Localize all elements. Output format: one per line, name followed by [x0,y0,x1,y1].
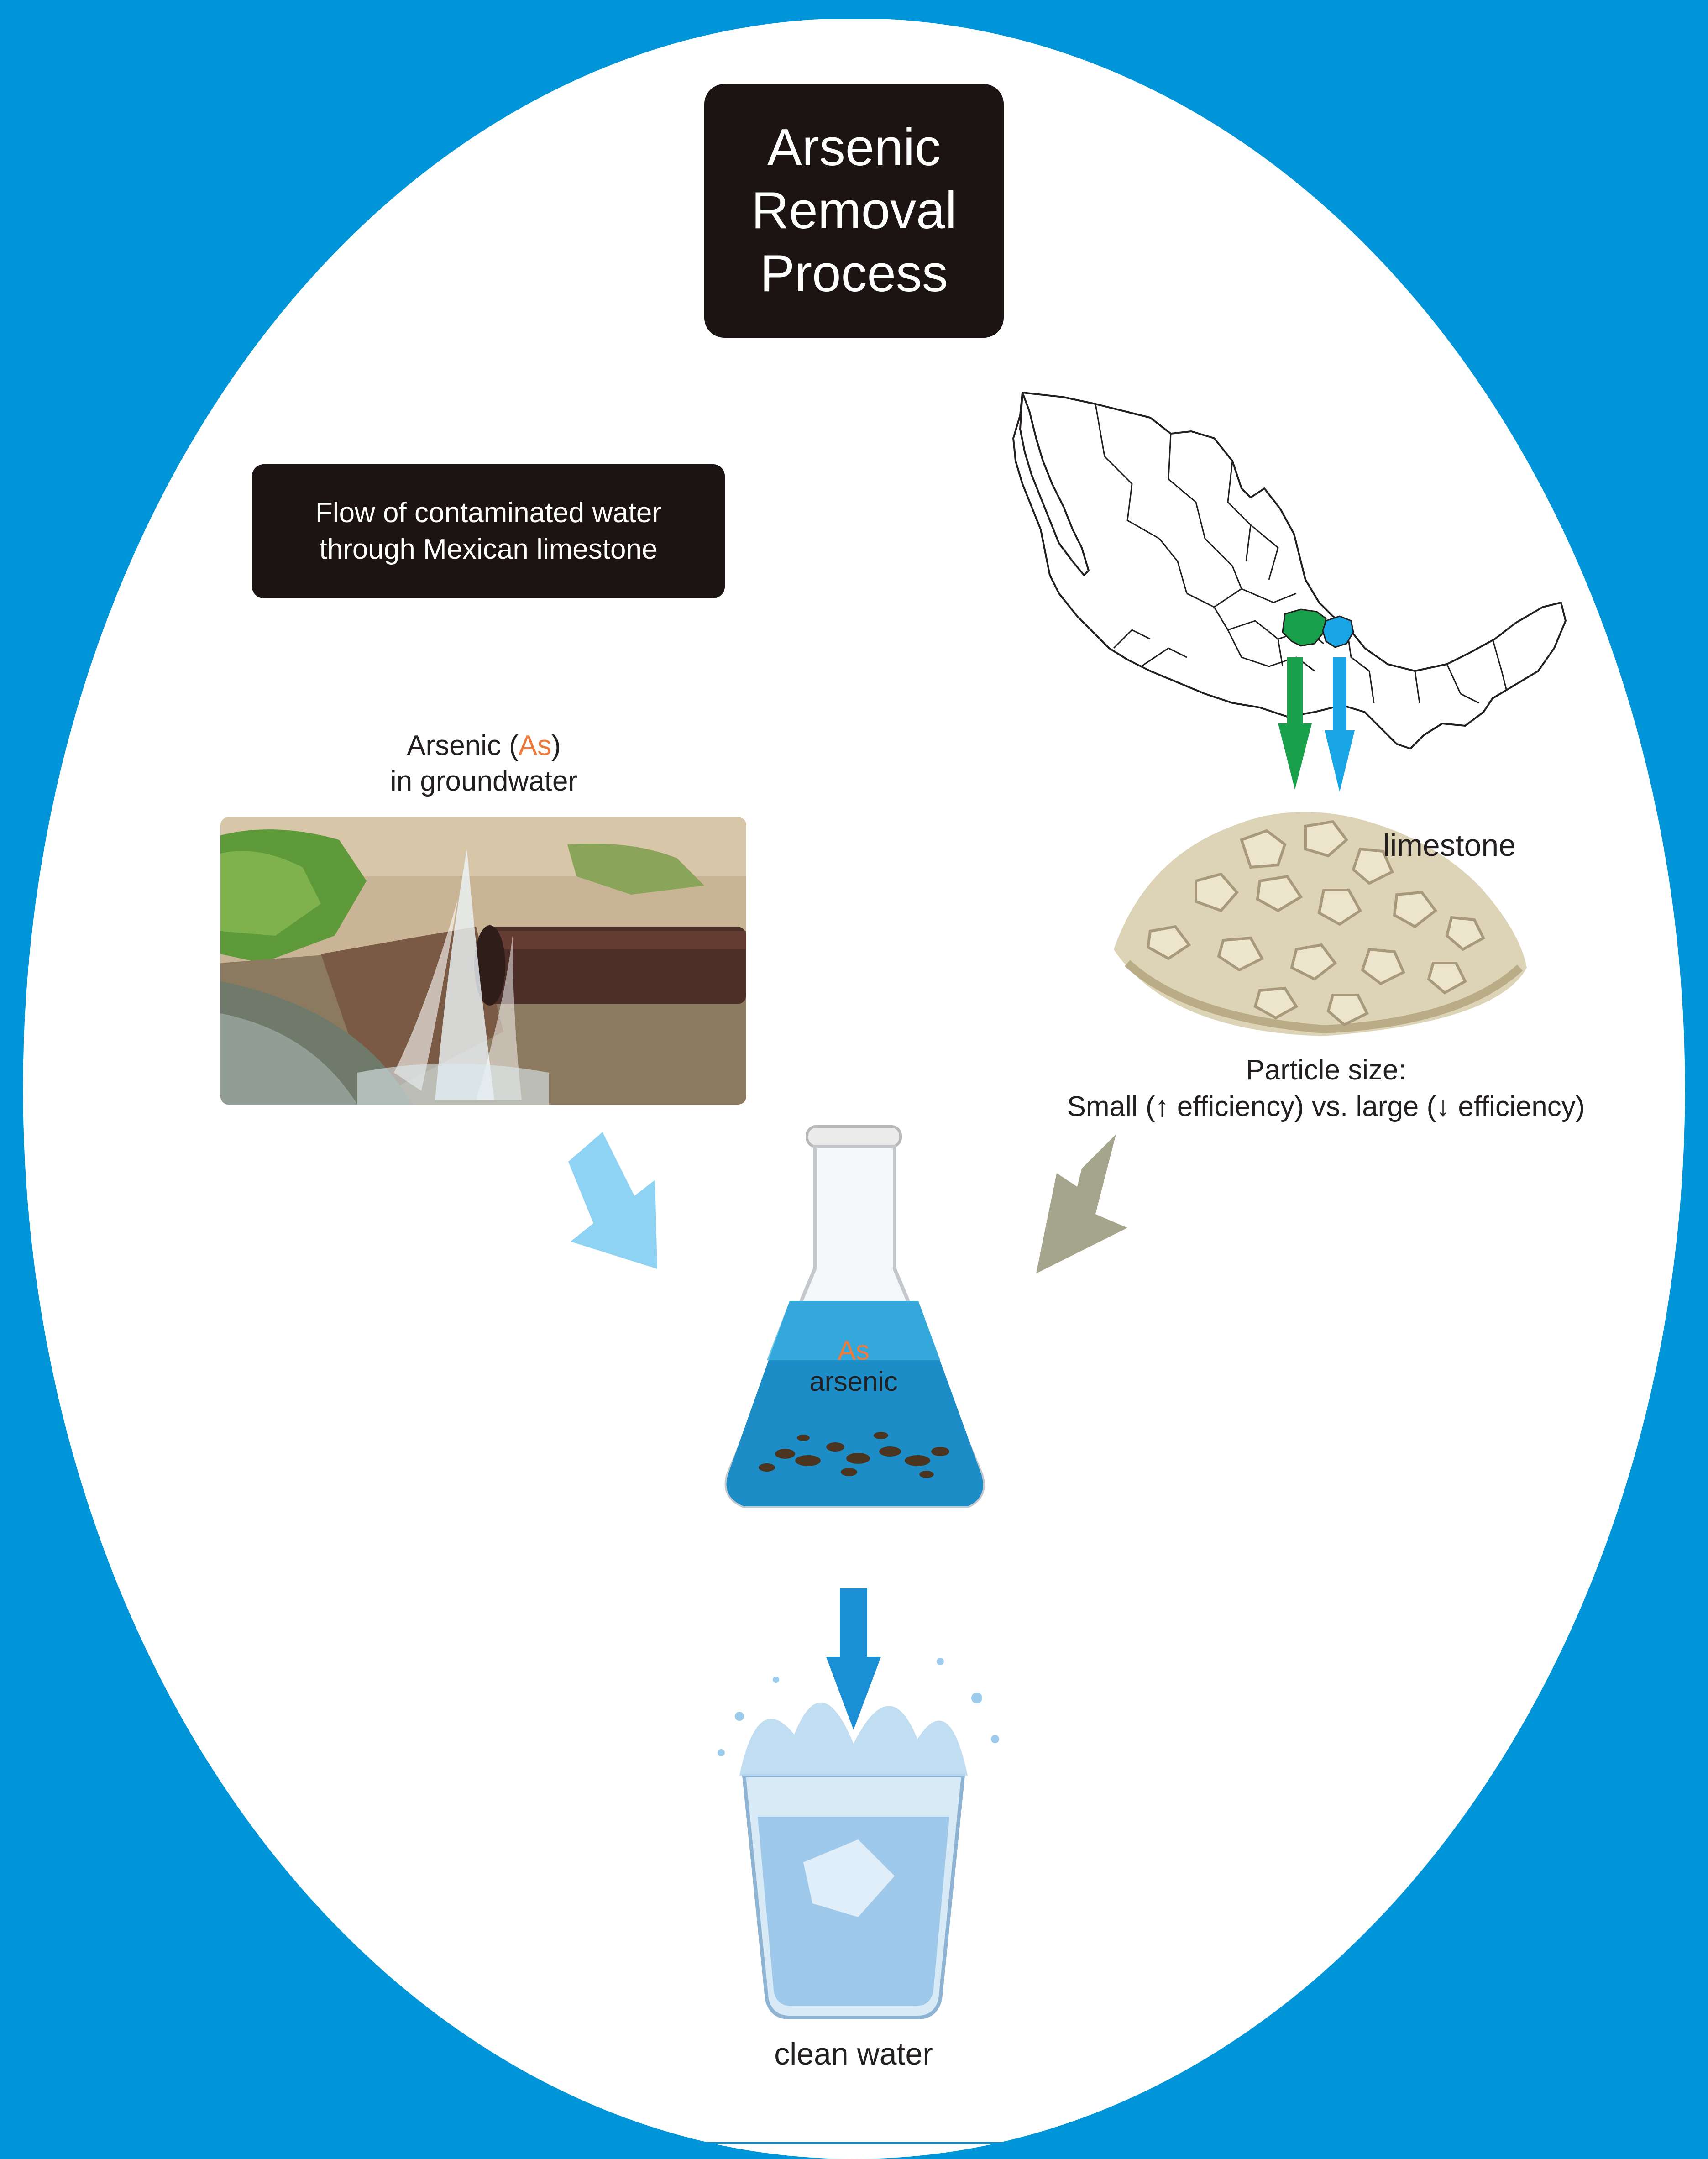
flow-box: Flow of contaminated water through Mexic… [252,464,725,598]
blue-down-arrow [826,1588,881,1730]
particle-size-label: Particle size: Small (↑ efficiency) vs. … [995,1052,1657,1125]
frame-border [20,17,1688,2144]
groundwater-label-line-1: Arsenic (As) [301,728,666,764]
groundwater-photo [220,817,746,1105]
flask-label: As arsenic [762,1335,945,1397]
groundwater-photo-art [220,817,746,1105]
groundwater-label-word: Arsenic ( [407,730,519,761]
sky-down-arrow [1325,657,1355,792]
erlenmeyer-flask [724,1125,985,1508]
title-box: Arsenic Removal Process [704,84,1004,338]
particle-size-line-1: Particle size: [1246,1054,1406,1086]
title-line-3: Process [760,245,948,303]
limestone-pile [1114,812,1527,1036]
green-down-arrow [1278,657,1312,790]
flow-box-line-1: Flow of contaminated water [315,497,662,529]
title-line-1: Arsenic [767,119,941,177]
arsenic-symbol-label: As [518,730,552,761]
title-line-2: Removal [751,182,957,240]
limestone-label: limestone [1383,828,1516,863]
mexico-map [1012,392,1567,749]
state-hidalgo-green [1282,608,1327,647]
water-glass [718,1658,999,2019]
flask-arsenic-word: arsenic [809,1366,898,1397]
particle-size-line-2: Small (↑ efficiency) vs. large (↓ effici… [1067,1091,1585,1122]
light-blue-diagonal-arrow [568,1132,657,1269]
groundwater-label-line-2: in groundwater [390,765,578,797]
baja-peninsula [1019,392,1090,576]
flask-arsenic-symbol: As [837,1335,870,1366]
state-borders [1095,404,1507,704]
gray-diagonal-arrow [1036,1134,1127,1273]
groundwater-label: Arsenic (As) in groundwater [301,728,666,799]
flow-box-line-2: through Mexican limestone [319,534,658,565]
groundwater-label-close: ) [551,730,561,761]
clean-water-label: clean water [774,2037,933,2071]
state-puebla-blue [1322,615,1354,648]
